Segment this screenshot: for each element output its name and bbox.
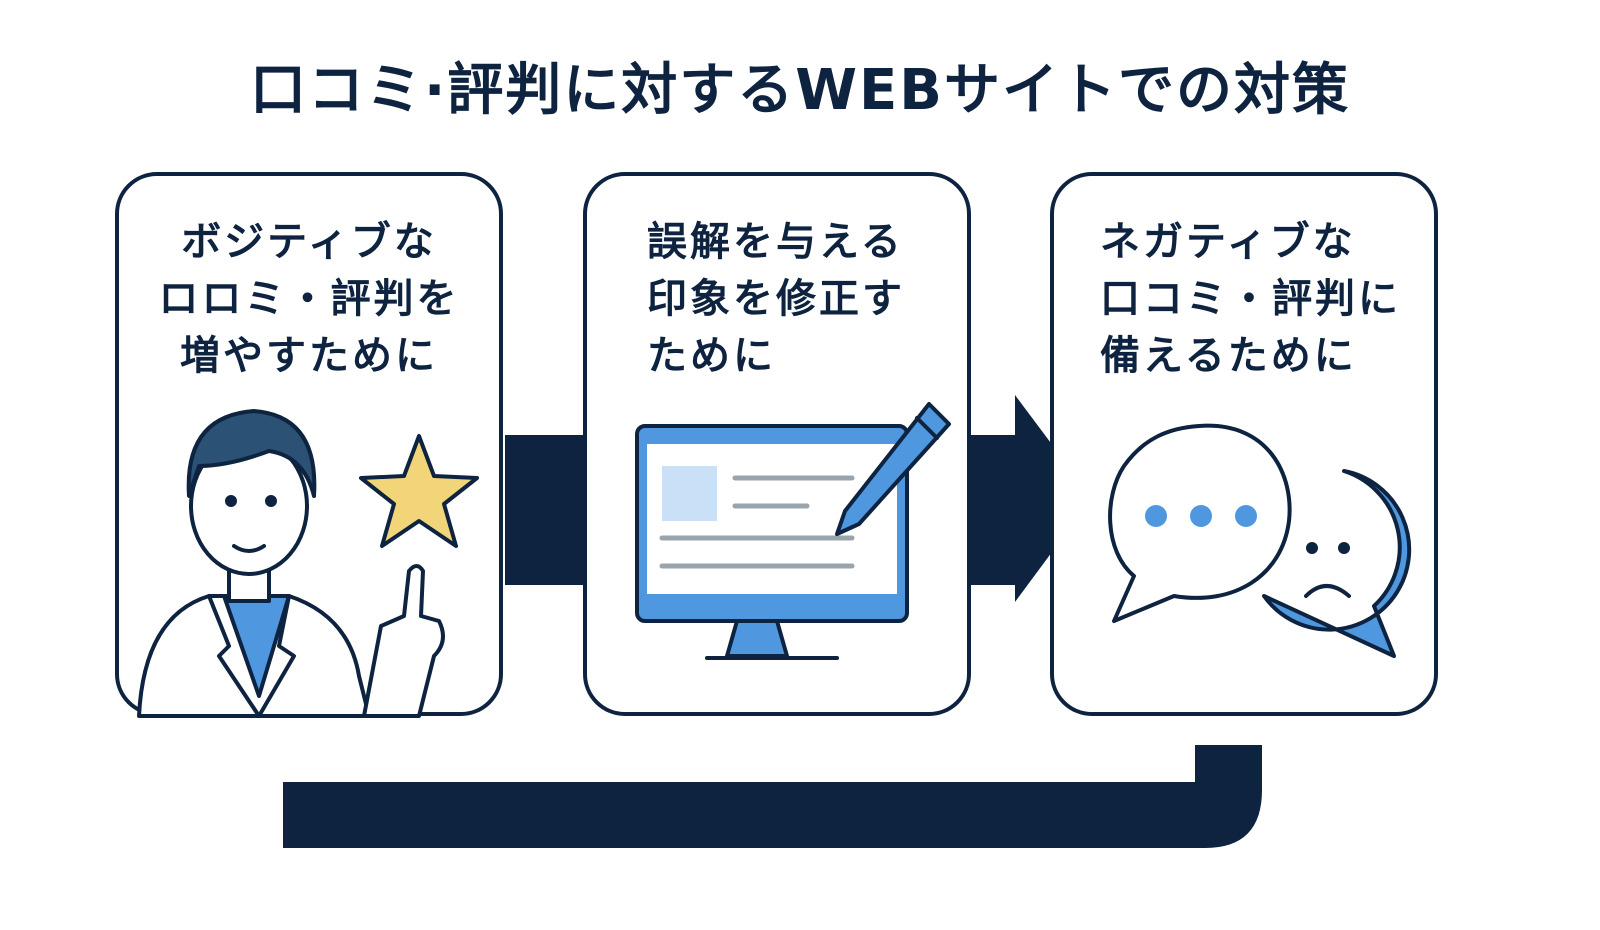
monitor-pencil-icon bbox=[635, 402, 951, 660]
connector-arrow-2 bbox=[970, 395, 1092, 602]
card-text: ネガティブな 口コミ・評判に 備えるために bbox=[1100, 214, 1480, 385]
card-text: ボジティブな ロロミ・評判を 増やすために bbox=[119, 214, 499, 385]
card-line: ロロミ・評判を bbox=[158, 276, 460, 322]
card-line: 印象を修正す bbox=[647, 276, 905, 322]
card-line: 備えるために bbox=[1100, 333, 1357, 379]
card-text: 誤解を与える 印象を修正す ために bbox=[647, 214, 1027, 385]
card-negative-reviews: ネガティブな 口コミ・評判に 備えるために bbox=[1050, 172, 1438, 716]
card-correct-misunderstanding: 誤解を与える 印象を修正す ために bbox=[583, 172, 971, 716]
return-arrow-bar bbox=[283, 745, 1262, 848]
speech-bubbles-icon bbox=[1108, 423, 1412, 658]
page-title: 口コミ·評判に対するWEBサイトでの対策 bbox=[250, 58, 1350, 123]
card-positive-reviews: ボジティブな ロロミ・評判を 増やすために bbox=[115, 172, 503, 718]
doctor-pointing-star-icon bbox=[137, 409, 479, 718]
card-line: ボジティブな bbox=[181, 219, 437, 265]
card-line: ために bbox=[647, 333, 776, 379]
card-line: ネガティブな bbox=[1100, 219, 1356, 265]
connector-arrow-1 bbox=[505, 435, 590, 585]
card-line: 口コミ・評判に bbox=[1100, 276, 1401, 322]
card-line: 誤解を与える bbox=[647, 219, 904, 265]
card-line: 増やすために bbox=[180, 333, 438, 379]
